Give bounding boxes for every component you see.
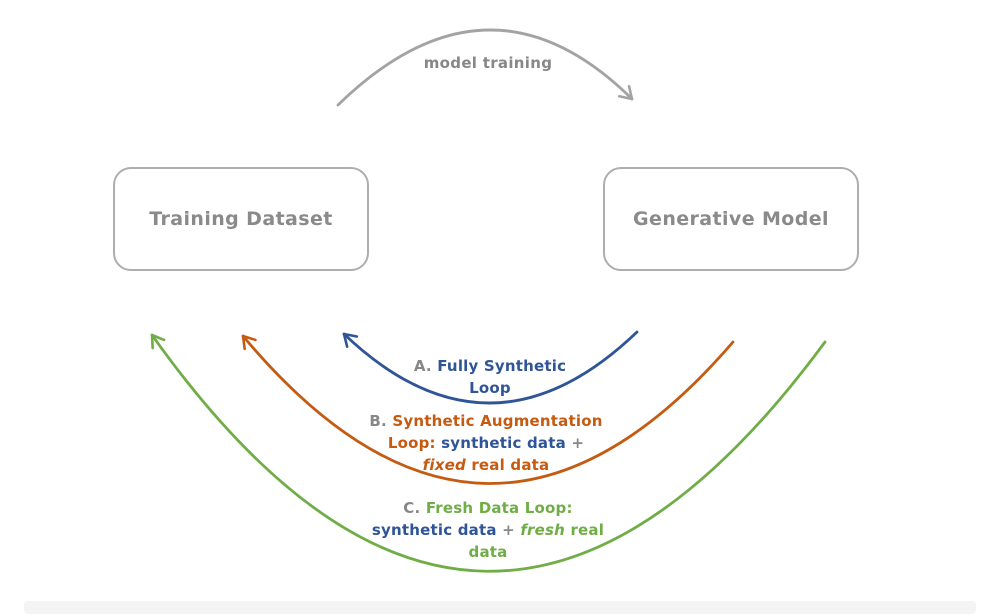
model-training-arrow [336,28,634,107]
model-training-label: model training [423,54,553,72]
label-segment: data [468,543,508,561]
label-segment: + [496,521,521,539]
label-segment: real [565,521,605,539]
label-segment: fresh [520,521,566,539]
label-segment: Loop [469,379,511,397]
label-segment: A. [413,357,438,375]
loop-a-arc [342,330,639,405]
loop-b-arc [241,334,735,485]
label-segment: Fresh Data Loop: [425,499,573,517]
label-segment: fixed [422,456,466,474]
label-segment: + [565,434,585,452]
generative-model-label: Generative Model [633,208,829,230]
bottom-strip [24,601,976,614]
training-dataset-box: Training Dataset [113,167,369,271]
label-segment: real data [465,456,550,474]
loop-c-label: C. Fresh Data Loop: synthetic data + fres… [328,497,648,563]
loop-c-arc [150,333,827,573]
label-segment: synthetic data [371,521,497,539]
training-dataset-label: Training Dataset [149,208,333,230]
label-segment: Synthetic Augmentation [392,412,603,430]
label-segment: C. [403,499,426,517]
label-segment: synthetic data [441,434,566,452]
label-segment: Fully Synthetic [437,357,567,375]
generative-model-box: Generative Model [603,167,859,271]
label-segment: B. [369,412,393,430]
label-segment: Loop: [387,434,442,452]
